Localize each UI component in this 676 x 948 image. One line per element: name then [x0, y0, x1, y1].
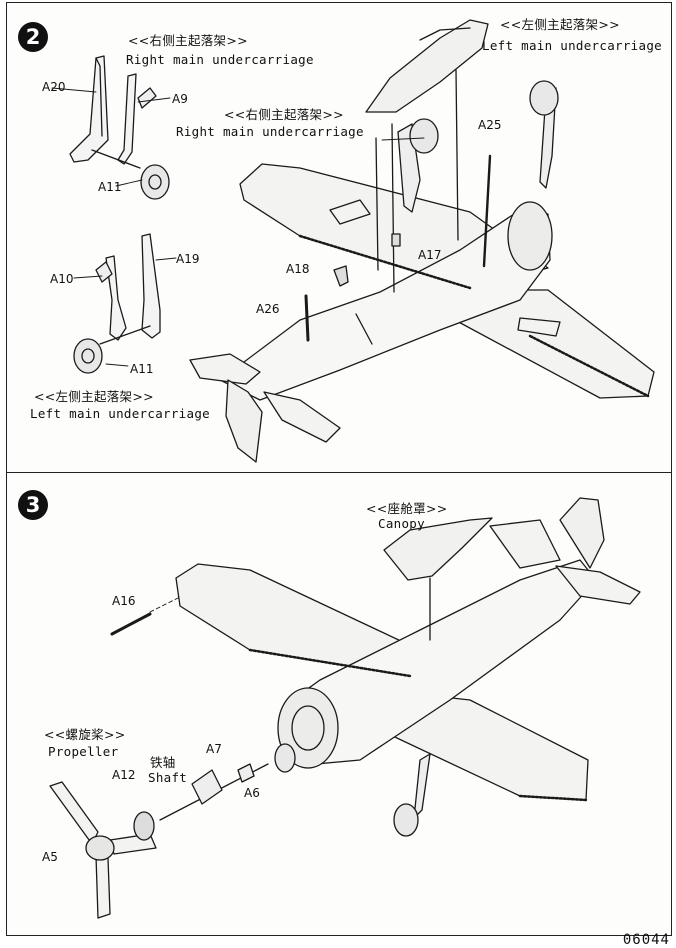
- part-a25: A25: [478, 118, 502, 132]
- installed-gear-step2: [304, 19, 559, 342]
- shaft-label-cn: 铁轴: [150, 755, 176, 770]
- right-main-uc-mid-cn: <<右侧主起落架>>: [224, 107, 344, 122]
- part-a10: A10: [50, 272, 74, 286]
- part-a18: A18: [286, 262, 310, 276]
- part-a6: A6: [244, 786, 260, 800]
- propeller-label-cn: <<螺旋桨>>: [44, 727, 126, 742]
- right-main-uc-top-en: Right main undercarriage: [126, 52, 314, 67]
- part-a7: A7: [206, 742, 222, 756]
- airframe-step2: [189, 163, 655, 463]
- right-main-uc-top-cn: <<右侧主起落架>>: [128, 33, 248, 48]
- step-2-badge: 2: [18, 22, 48, 52]
- left-main-uc-top-en: Left main undercarriage: [482, 38, 662, 53]
- airframe-step3: [110, 497, 641, 837]
- part-a17: A17: [418, 248, 442, 262]
- left-main-uc-top-cn: <<左侧主起落架>>: [500, 17, 620, 32]
- part-a9: A9: [172, 92, 188, 106]
- page-code: 06044: [622, 932, 670, 948]
- propeller-assembly: [49, 763, 269, 919]
- right-main-uc-mid-en: Right main undercarriage: [176, 124, 364, 139]
- part-a20: A20: [42, 80, 66, 94]
- part-a5: A5: [42, 850, 58, 864]
- canopy-label-cn: <<座舱罩>>: [366, 501, 448, 516]
- left-main-gear-parts: [73, 233, 177, 374]
- propeller-label-en: Propeller: [48, 744, 119, 759]
- canopy-label-en: Canopy: [378, 516, 425, 531]
- left-main-uc-bottom-en: Left main undercarriage: [30, 406, 210, 421]
- step-3-badge: 3: [18, 490, 48, 520]
- shaft-label-en: Shaft: [148, 770, 188, 785]
- left-main-uc-bottom-cn: <<左侧主起落架>>: [34, 389, 154, 404]
- part-a11-bottom: A11: [130, 362, 154, 376]
- part-a12: A12: [112, 768, 136, 782]
- right-main-gear-parts: [51, 55, 171, 200]
- part-a26: A26: [256, 302, 280, 316]
- part-a19: A19: [176, 252, 200, 266]
- part-a11-top: A11: [98, 180, 122, 194]
- part-a16: A16: [112, 594, 136, 608]
